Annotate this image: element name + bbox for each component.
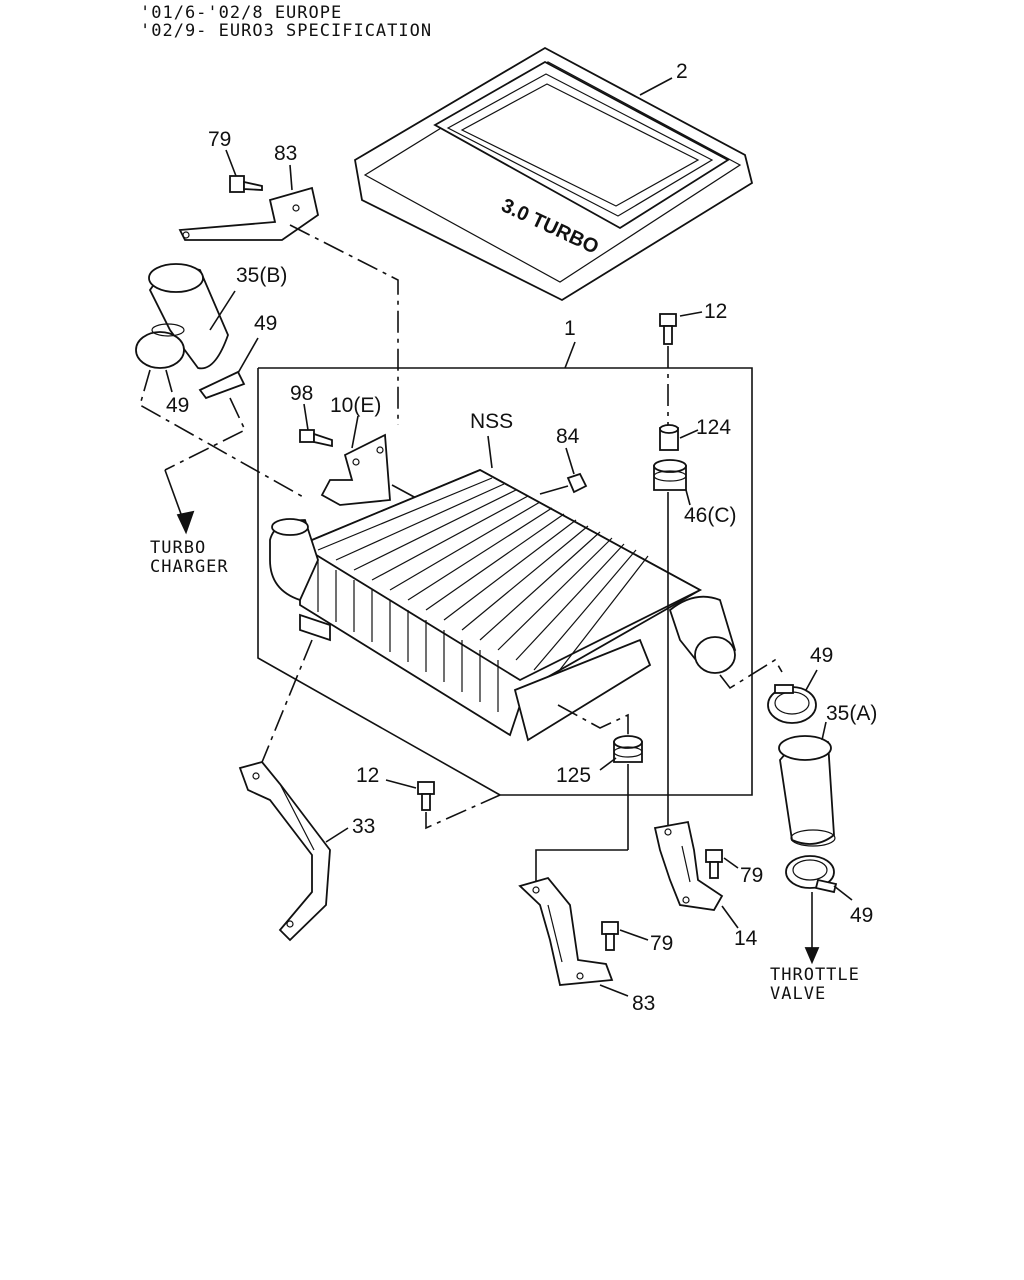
leader-1 (564, 341, 576, 369)
note-throttle-line2: VALVE (770, 984, 826, 1004)
header-line-1: '01/6-'02/8 EUROPE (140, 3, 343, 23)
label-part-83-top: 83 (274, 142, 297, 165)
bracket-83-top[interactable] (178, 186, 320, 241)
leader-49-upper-left (165, 369, 173, 393)
clamp-49-upper[interactable] (198, 370, 246, 400)
label-part-33: 33 (352, 815, 375, 838)
label-part-49-bottom: 49 (850, 904, 873, 927)
leader-12-top (679, 311, 703, 317)
leader-49-bottom (833, 885, 853, 901)
clamp-49-mid[interactable] (767, 684, 817, 724)
hose-35a[interactable] (778, 735, 836, 847)
inlet-pipe[interactable] (269, 518, 319, 602)
bracket-83-bottom[interactable] (518, 876, 614, 986)
bracket-10e[interactable] (320, 433, 391, 506)
note-turbo-line1: TURBO (150, 538, 206, 558)
label-part-84: 84 (556, 425, 580, 448)
hose-35b[interactable] (135, 263, 229, 370)
label-part-1: 1 (564, 317, 576, 340)
leader-83-bottom (599, 984, 629, 997)
label-part-10e: 10(E) (330, 394, 381, 417)
note-throttle-line1: THROTTLE (770, 965, 860, 985)
leader-33 (325, 827, 349, 843)
intercooler-core[interactable] (298, 469, 702, 742)
dash-core-to-33 (257, 639, 313, 773)
line-84-to-core (539, 485, 569, 495)
leader-14 (721, 905, 739, 929)
nut-84[interactable] (566, 472, 588, 494)
label-part-83-bottom: 83 (632, 992, 655, 1015)
bolt-79-bottom[interactable] (601, 921, 619, 951)
label-part-35a: 35(A) (826, 702, 877, 725)
dash-83-to-core (289, 224, 399, 425)
leader-46c (685, 489, 691, 506)
label-part-79-bottom: 79 (650, 932, 673, 955)
arrow-turbo-head (176, 510, 195, 535)
bolt-98[interactable] (299, 429, 333, 448)
dash-12-bottom (425, 794, 501, 830)
engine-cover[interactable]: 3.0 TURBO (354, 46, 754, 302)
leader-12-bottom (385, 779, 417, 789)
leader-35b (209, 290, 236, 331)
leader-79-top (225, 149, 237, 177)
label-part-35b: 35(B) (236, 264, 287, 287)
dash-outlet-to-clamp (719, 658, 783, 690)
leader-35a (821, 721, 827, 741)
label-part-98: 98 (290, 382, 313, 405)
label-part-12-top: 12 (704, 300, 727, 323)
note-turbo-line2: CHARGER (150, 557, 229, 577)
line-10e-to-core (391, 484, 417, 499)
bracket-14[interactable] (653, 820, 724, 911)
assembly-frame-left (257, 368, 501, 796)
insulator-125[interactable] (613, 735, 643, 763)
line-125-to-83 (535, 849, 628, 888)
label-part-79-top: 79 (208, 128, 231, 151)
label-part-46c: 46(C) (684, 504, 737, 527)
leader-49-upper-right (237, 337, 259, 374)
bolt-12-top[interactable] (659, 313, 677, 345)
label-part-125: 125 (556, 764, 591, 787)
label-part-124: 124 (696, 416, 731, 439)
leader-2 (639, 77, 673, 96)
diagram-header: '01/6-'02/8 EUROPE '02/9- EURO3 SPECIFIC… (140, 4, 432, 40)
collar-124[interactable] (659, 424, 679, 451)
arrow-throttle-head (804, 947, 820, 965)
label-nss: NSS (470, 410, 513, 433)
label-part-2: 2 (676, 60, 688, 83)
label-part-49-upper-right: 49 (254, 312, 277, 335)
label-part-49-mid: 49 (810, 644, 833, 667)
leader-84 (565, 447, 575, 475)
assembly-frame-top-right (258, 367, 753, 796)
label-part-14: 14 (734, 927, 758, 950)
dash-hose-to-core (139, 369, 306, 499)
outlet-pipe[interactable] (668, 595, 737, 674)
label-part-49-upper-left: 49 (166, 394, 189, 417)
clamp-49-bottom[interactable] (785, 855, 838, 894)
bolt-79-top[interactable] (229, 175, 263, 193)
mount-46c[interactable] (653, 459, 687, 491)
leader-124 (679, 429, 699, 439)
bolt-79-right[interactable] (705, 849, 723, 879)
label-part-12-bottom: 12 (356, 764, 379, 787)
bolt-12-bottom[interactable] (417, 781, 435, 811)
leader-79-bottom (619, 929, 649, 941)
leader-83-top (289, 164, 293, 191)
label-part-79-right: 79 (740, 864, 763, 887)
dash-core-to-125 (557, 704, 629, 740)
header-line-2: '02/9- EURO3 SPECIFICATION (140, 21, 433, 41)
leader-10e (351, 415, 359, 449)
leader-98 (303, 403, 309, 431)
leader-nss (487, 435, 493, 469)
leader-49-mid (805, 669, 818, 691)
leader-79-right (723, 857, 739, 869)
dash-clamp-to-turbo (164, 397, 247, 471)
bracket-33[interactable] (238, 760, 331, 942)
leader-125 (599, 757, 617, 771)
